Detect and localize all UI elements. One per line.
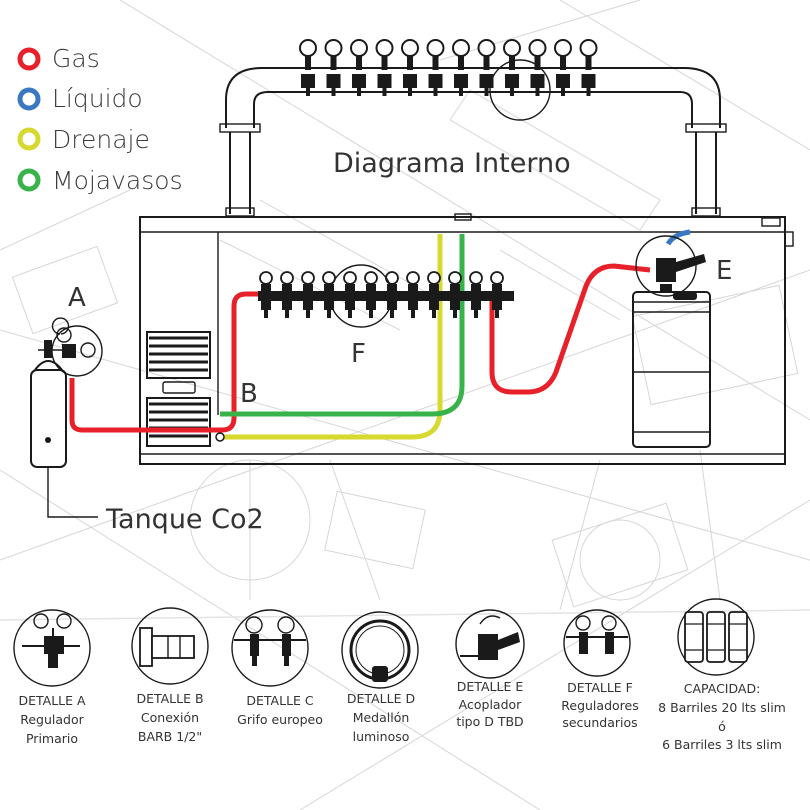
regulator-icon <box>364 271 378 318</box>
detail-f-line-2: Reguladores <box>561 698 638 713</box>
keg <box>632 291 711 448</box>
tower-tap-icon <box>324 39 343 96</box>
capacity-line-4: 6 Barriles 3 lts slim <box>662 737 782 752</box>
regulator-icon <box>280 271 294 318</box>
detail-e: DETALLE E Acoplador tipo D TBD <box>455 609 525 729</box>
european-tap-icon <box>231 609 309 687</box>
legend-label-liquid: Líquido <box>52 84 143 113</box>
tank-label: Tanque Co2 <box>105 504 264 535</box>
regulator-icon <box>259 271 273 318</box>
regulator-icon <box>406 271 420 318</box>
regulator-icon <box>301 271 315 318</box>
tower-tap-icon <box>401 39 419 96</box>
detail-d-line-1: DETALLE D <box>347 691 415 706</box>
secondary-regulators-icon <box>563 609 631 677</box>
regulator-icon <box>343 271 357 318</box>
detail-d: DETALLE D Medallón luminoso <box>341 611 419 744</box>
tower-tap-icon <box>579 39 598 96</box>
capacity: CAPACIDAD: 8 Barriles 20 lts slim ó 6 Ba… <box>658 598 786 752</box>
marker-f: F <box>351 339 366 369</box>
legend-swatch-drain <box>17 127 41 151</box>
detail-e-line-3: tipo D TBD <box>456 714 523 729</box>
detail-c-line-1: DETALLE C <box>246 693 314 708</box>
detail-f-line-1: DETALLE F <box>567 680 633 695</box>
marker-a: A <box>68 283 86 313</box>
marker-e: E <box>716 256 732 286</box>
detail-a-line-2: Regulador <box>20 712 84 727</box>
legend: Gas Líquido Drenaje Mojavasos <box>17 44 183 195</box>
tower-tap-icon <box>554 39 572 96</box>
light-medallion-icon <box>341 611 419 689</box>
detail-a: DETALLE A Regulador Primario <box>13 609 91 746</box>
legend-label-gas: Gas <box>52 44 100 73</box>
detail-c: DETALLE C Grifo europeo <box>231 609 323 727</box>
legend-swatch-gas <box>17 47 41 71</box>
regulator-icon <box>322 271 336 318</box>
detail-b-line-3: BARB 1/2" <box>138 729 202 744</box>
regulator-icon <box>469 271 483 318</box>
tap-tower <box>219 39 727 217</box>
gas-line-keg <box>489 263 651 395</box>
legend-swatch-rinser <box>17 168 41 192</box>
tower-tap-icon <box>426 39 445 96</box>
detail-e-line-1: DETALLE E <box>457 679 524 694</box>
capacity-line-3: ó <box>718 719 726 734</box>
legend-swatch-liquid <box>17 87 41 111</box>
legend-item-liquid: Líquido <box>17 84 143 113</box>
tower-tap-icon <box>299 39 317 96</box>
coupler <box>635 235 706 297</box>
regulator-icon <box>490 271 504 318</box>
primary-regulator-icon <box>13 609 91 687</box>
regulator-icon <box>427 271 441 318</box>
detail-d-line-2: Medallón <box>353 710 410 725</box>
legend-item-rinser: Mojavasos <box>17 166 183 195</box>
detail-f-line-3: secundarios <box>562 715 637 730</box>
manifold-regulators <box>259 271 504 318</box>
legend-item-drain: Drenaje <box>17 125 150 154</box>
diagram-title: Diagrama Interno <box>333 148 571 179</box>
detail-d-line-3: luminoso <box>353 729 410 744</box>
regulator-icon <box>448 271 462 318</box>
tower-tap-icon <box>350 39 368 96</box>
detail-e-line-2: Acoplador <box>459 697 523 712</box>
secondary-regulators <box>258 264 514 328</box>
detail-b-line-1: DETALLE B <box>136 691 203 706</box>
detail-f: DETALLE F Reguladores secundarios <box>561 609 639 730</box>
capacity-line-2: 8 Barriles 20 lts slim <box>658 700 786 715</box>
detail-b: DETALLE B Conexión BARB 1/2" <box>131 607 209 744</box>
cabinet <box>139 213 794 465</box>
barb-connection-icon <box>131 607 209 685</box>
tower-tap-icon <box>452 39 470 96</box>
legend-item-gas: Gas <box>17 44 100 73</box>
detail-a-line-1: DETALLE A <box>18 693 86 708</box>
tower-tap-icon <box>375 39 394 96</box>
co2-tank <box>30 317 103 518</box>
legend-label-rinser: Mojavasos <box>52 166 183 195</box>
gas-line <box>69 291 262 433</box>
capacity-line-1: CAPACIDAD: <box>684 681 761 696</box>
compressor-vents <box>146 331 211 447</box>
rinser-line <box>220 234 465 417</box>
tower-taps <box>299 39 598 96</box>
coupler-icon <box>455 609 525 679</box>
liquid-line <box>665 229 691 246</box>
legend-label-drain: Drenaje <box>52 125 150 154</box>
detail-a-line-3: Primario <box>26 731 78 746</box>
tower-tap-icon <box>528 39 547 96</box>
detail-b-line-2: Conexión <box>141 710 199 725</box>
kegs-icon <box>677 598 755 676</box>
detail-c-line-2: Grifo europeo <box>237 712 323 727</box>
drain-line <box>220 234 443 440</box>
marker-b: B <box>240 379 258 409</box>
tower-tap-icon <box>503 39 521 96</box>
